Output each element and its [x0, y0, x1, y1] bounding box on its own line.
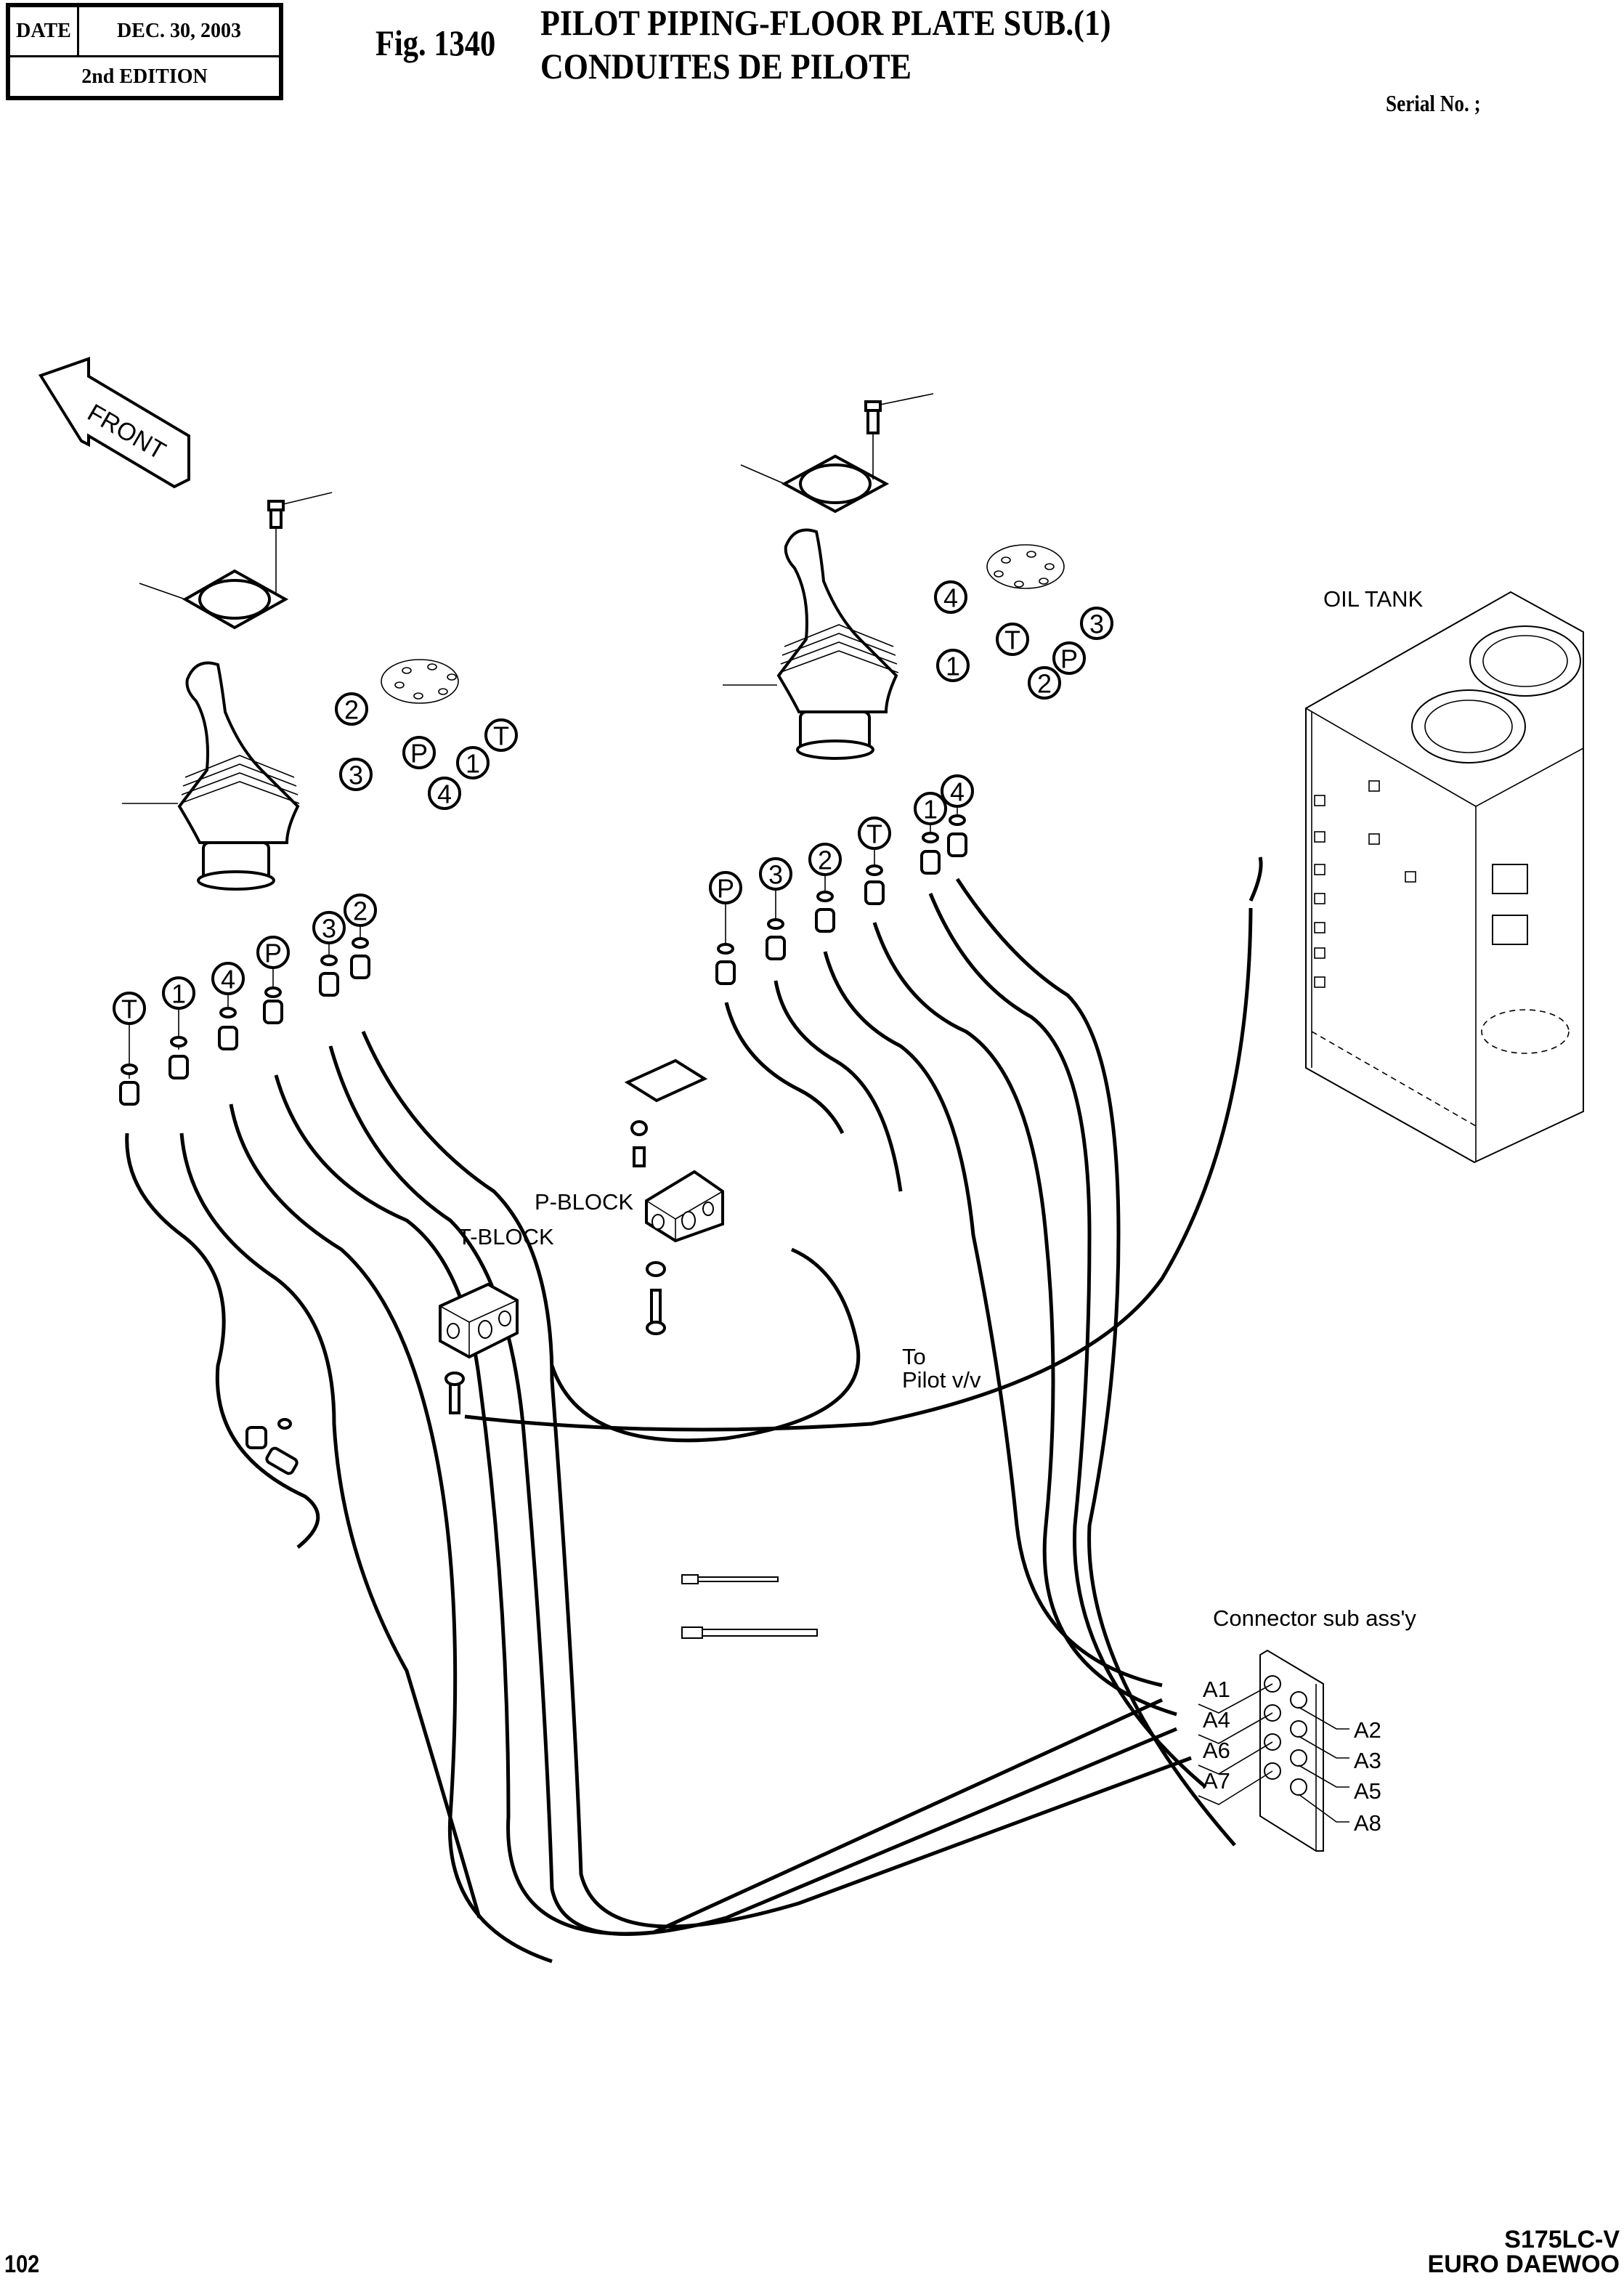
svg-text:2: 2: [818, 846, 832, 875]
front-arrow-icon: FRONT: [38, 357, 190, 489]
callout-circle: T: [996, 623, 1029, 656]
callout-circle: T: [484, 718, 518, 752]
cable-tie-long-icon: [681, 1626, 818, 1639]
right-joystick-port-callouts: 4 1 T 2 P 3: [934, 580, 1113, 700]
left-hose-bundle: [125, 1031, 1192, 1964]
revision-box: DATE DEC. 30, 2003 2nd EDITION: [6, 3, 283, 100]
left-elbow-fitting: [245, 1418, 299, 1475]
revision-date-row: DATE DEC. 30, 2003: [10, 7, 279, 57]
t-block: [439, 1282, 519, 1414]
left-bolt-icon: [267, 492, 333, 596]
callout-circle: 4: [211, 962, 245, 995]
callout-circle: 4: [934, 580, 967, 614]
right-valve-port-plate: [986, 544, 1065, 589]
oil-tank-label: OIL TANK: [1323, 586, 1424, 612]
svg-text:3: 3: [768, 860, 783, 890]
callout-circle: 2: [335, 692, 368, 726]
svg-text:T: T: [121, 994, 137, 1024]
svg-text:P: P: [1060, 644, 1078, 674]
to-pilot-label-line2: Pilot v/v: [902, 1367, 981, 1393]
model-info: S175LC-V EURO DAEWOO: [1428, 2227, 1620, 2277]
callout-circle: 1: [936, 649, 970, 682]
svg-text:2: 2: [344, 695, 359, 725]
connector-sub-assembly-label: Connector sub ass'y: [1213, 1605, 1416, 1631]
callout-circle: P: [709, 871, 742, 904]
svg-text:3: 3: [322, 914, 336, 944]
brand-name: EURO DAEWOO: [1427, 2250, 1620, 2278]
to-pilot-label-line1: To: [902, 1344, 926, 1369]
title-french: CONDUITES DE PILOTE: [540, 46, 912, 86]
callout-circle: P: [1052, 641, 1086, 675]
svg-text:1: 1: [466, 749, 480, 779]
svg-text:P: P: [264, 939, 282, 968]
connector-port-a4: A4: [1203, 1707, 1230, 1733]
svg-text:3: 3: [349, 761, 363, 790]
svg-text:2: 2: [1037, 669, 1052, 699]
connector-port-a5: A5: [1354, 1778, 1381, 1804]
right-fittings: [715, 806, 967, 985]
title-english: PILOT PIPING-FLOOR PLATE SUB.(1): [540, 2, 1111, 43]
svg-text:1: 1: [946, 652, 960, 681]
callout-circle: 1: [456, 746, 490, 779]
callout-circle: 3: [339, 758, 373, 791]
callout-circle: T: [858, 817, 891, 850]
svg-text:P: P: [717, 874, 734, 904]
connector-port-a2: A2: [1354, 1717, 1381, 1743]
callout-circle: 1: [914, 792, 947, 825]
svg-text:4: 4: [943, 583, 958, 613]
callout-circle: 2: [344, 894, 377, 927]
connector-port-a6: A6: [1203, 1738, 1230, 1763]
t-block-label: T-BLOCK: [458, 1224, 554, 1249]
edition-label: 2nd EDITION: [81, 65, 208, 88]
svg-text:P: P: [410, 739, 428, 769]
connector-sub-assembly: [1198, 1649, 1349, 1852]
page-number: 102: [4, 2250, 40, 2278]
right-bolt-icon: [864, 393, 934, 479]
serial-number-label: Serial No. ;: [1386, 90, 1481, 116]
model-name: S175LC-V: [1504, 2226, 1620, 2253]
left-valve-port-plate: [381, 659, 459, 704]
svg-text:T: T: [493, 721, 509, 751]
left-fitting-port-callouts: T 1 4 P 3 2: [113, 894, 377, 1025]
p-block: [624, 1058, 724, 1335]
left-joystick-cover-plate: [139, 569, 289, 630]
callout-circle: 4: [941, 774, 974, 808]
callout-circle: 2: [1028, 666, 1061, 700]
svg-text:1: 1: [171, 979, 186, 1009]
svg-text:2: 2: [353, 896, 368, 926]
svg-text:T: T: [1004, 625, 1020, 655]
svg-text:4: 4: [950, 777, 965, 807]
right-joystick-cover-plate: [740, 454, 890, 514]
svg-text:4: 4: [437, 779, 452, 809]
left-joystick: [122, 661, 300, 891]
connector-port-a8: A8: [1354, 1810, 1381, 1836]
callout-circle: 2: [808, 843, 842, 876]
date-label: DATE: [10, 7, 79, 55]
callout-circle: 3: [759, 857, 792, 891]
svg-text:3: 3: [1089, 609, 1104, 639]
connector-port-a1: A1: [1203, 1677, 1230, 1702]
figure-number: Fig. 1340: [375, 23, 496, 63]
date-value: DEC. 30, 2003: [116, 20, 242, 42]
svg-text:T: T: [866, 819, 882, 849]
p-block-label: P-BLOCK: [535, 1189, 634, 1215]
svg-text:1: 1: [923, 795, 938, 825]
connector-port-a7: A7: [1203, 1768, 1230, 1794]
svg-text:4: 4: [221, 965, 235, 994]
callout-circle: P: [402, 736, 436, 769]
right-joystick: [723, 528, 899, 760]
callout-circle: 3: [1080, 607, 1113, 640]
left-joystick-port-callouts: 2 3 P 4 1 T: [335, 692, 518, 810]
callout-circle: T: [113, 992, 146, 1025]
callout-circle: P: [256, 936, 290, 969]
left-fittings: [119, 925, 370, 1106]
oil-tank: [1249, 591, 1584, 1164]
right-hose-bundle: [464, 878, 1253, 1847]
callout-circle: 1: [162, 976, 195, 1010]
cable-tie-short-icon: [681, 1574, 779, 1584]
callout-circle: 4: [428, 777, 461, 810]
callout-circle: 3: [312, 911, 346, 944]
connector-port-a3: A3: [1354, 1748, 1381, 1773]
